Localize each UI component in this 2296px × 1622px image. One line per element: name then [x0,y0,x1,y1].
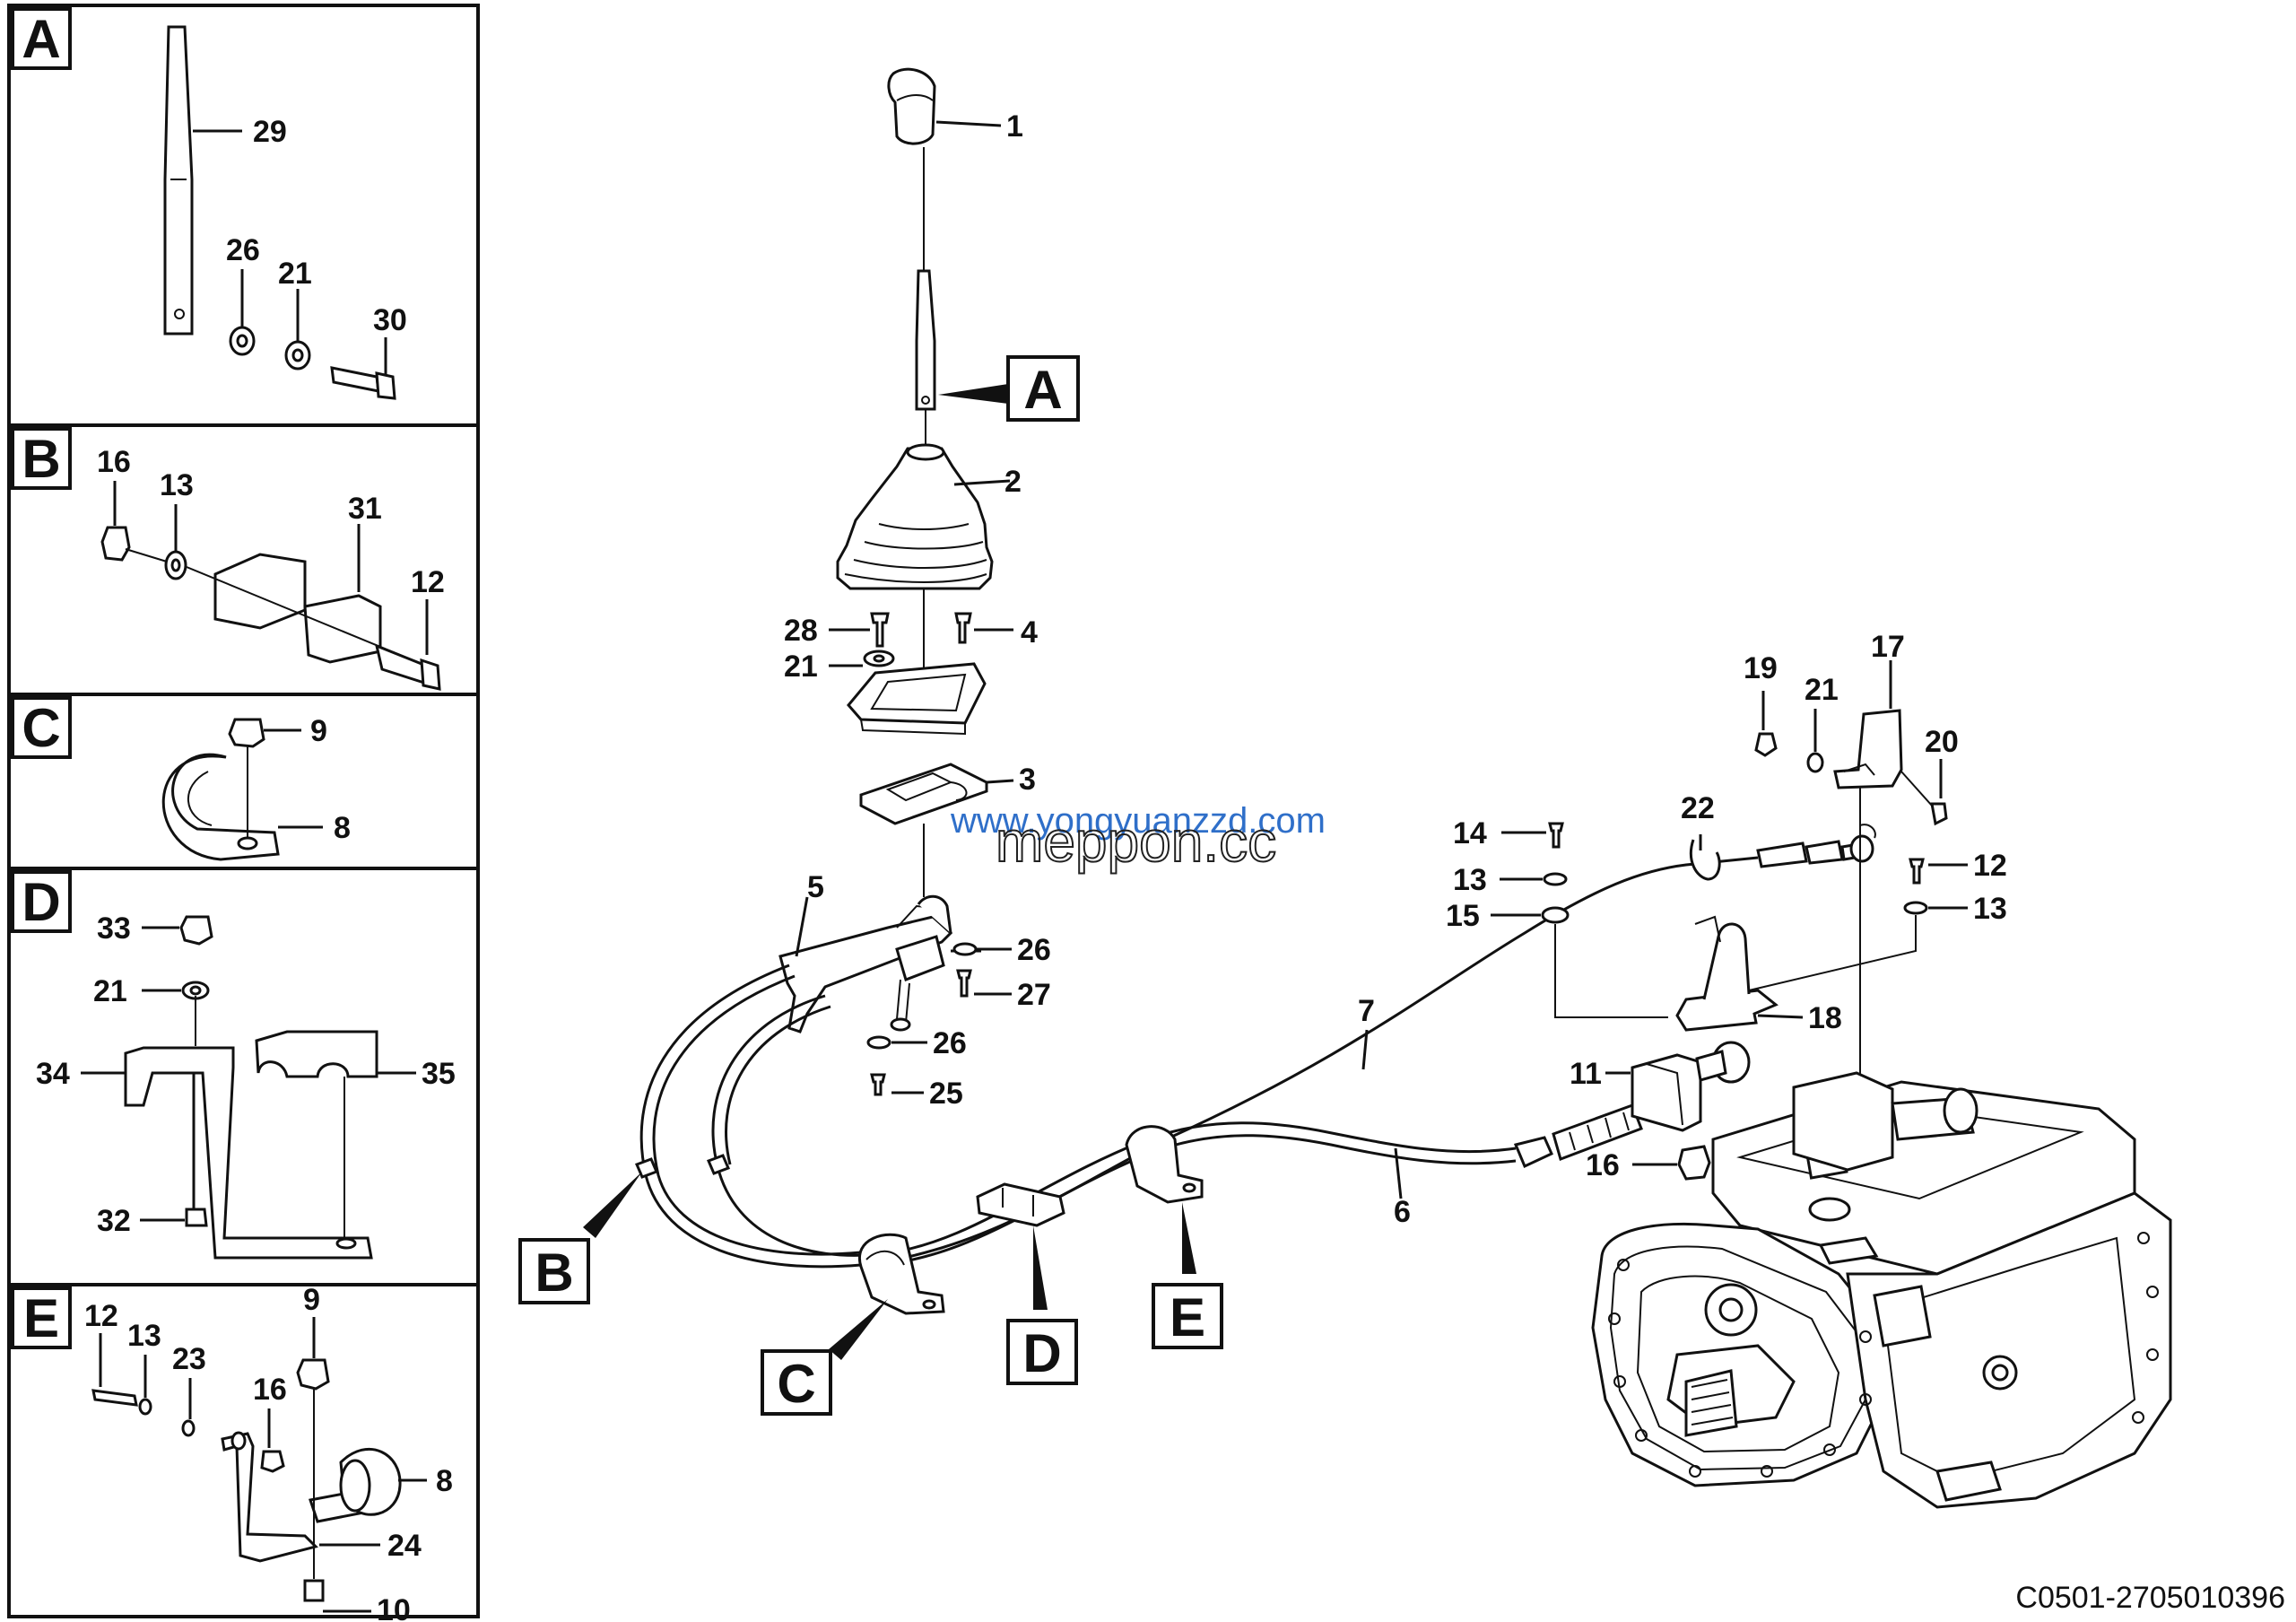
callout-19: 19 [1744,651,1778,685]
callout-10: 10 [377,1593,411,1622]
transmission [1591,1071,2172,1509]
callout-29: 29 [253,115,287,149]
callout-26: 26 [226,233,260,267]
callout-27: 27 [1017,978,1051,1012]
panel-letter-d: D [11,870,72,933]
panel-b-drawing [100,481,441,691]
callout-12: 12 [411,565,445,599]
shift-lever-rod [915,269,936,449]
cable-bracket-c [857,1233,945,1315]
panel-letter-c: C [11,696,72,759]
cable-bracket-11 [1605,1041,1751,1181]
ref-box-d: D [1006,1225,1078,1385]
callout-13: 13 [160,468,194,502]
mounting-plate [859,763,1014,897]
boot-plate [847,662,987,736]
shift-boot [836,443,1011,709]
callout-8: 8 [334,811,351,845]
upper-right-bracket [1754,660,1948,1139]
svg-text:A: A [22,9,60,69]
callout-13-right2: 13 [1973,892,2007,926]
callout-15: 15 [1446,899,1480,933]
svg-text:B: B [22,429,60,489]
shift-mechanism [778,894,981,1033]
callout-11: 11 [1570,1057,1602,1091]
svg-text:A: A [1023,360,1062,420]
ref-box-c: C [761,1299,888,1416]
callout-7: 7 [1358,994,1375,1028]
panel-c-drawing [161,718,323,861]
ref-box-e: E [1152,1202,1223,1349]
svg-text:C: C [777,1354,815,1414]
watermark-brand: meppon.cc [996,809,1276,874]
callout-2: 2 [1004,465,1022,499]
callout-20: 20 [1925,725,1959,759]
callout-14: 14 [1453,816,1487,850]
ref-box-b: B [518,1172,642,1304]
callout-22: 22 [1681,791,1715,825]
callout-28: 28 [784,614,818,648]
callout-16: 16 [97,445,131,479]
callout-26-main: 26 [1017,933,1051,967]
callout-16-e: 16 [253,1373,287,1407]
svg-text:C: C [22,698,60,758]
svg-text:E: E [23,1288,59,1348]
callout-6: 6 [1394,1195,1411,1229]
cable-bracket-18 [1675,915,1804,1032]
watermark-url: www.yongyuanzzd.com [950,801,1326,841]
callout-12-right: 12 [1973,849,2007,883]
callout-30: 30 [373,303,407,337]
callout-16-right: 16 [1586,1148,1620,1182]
callout-21: 21 [278,257,312,291]
callout-34: 34 [36,1057,70,1091]
callout-3: 3 [1019,763,1036,797]
callout-21-d: 21 [93,974,127,1008]
callout-13-e: 13 [127,1319,161,1353]
callout-24: 24 [387,1529,422,1563]
upper-bracket-fasteners [1491,822,1968,1018]
callout-25: 25 [929,1077,963,1111]
callout-1: 1 [1006,109,1023,144]
callout-32: 32 [97,1204,131,1238]
callout-9-e: 9 [303,1283,320,1317]
drawing-code: C0501-2705010396 [2015,1581,2285,1615]
callout-31: 31 [348,492,382,526]
panel-a-drawing [163,25,396,400]
cable-bracket-d [976,1182,1065,1227]
panel-letter-e: E [11,1286,72,1349]
callout-9: 9 [310,714,327,748]
callout-33: 33 [97,911,131,946]
panel-d-drawing [81,915,416,1260]
svg-text:E: E [1170,1287,1205,1347]
callout-26-lower: 26 [933,1026,967,1060]
panel-letter-b: B [11,427,72,490]
svg-text:B: B [535,1243,573,1303]
callout-17: 17 [1871,630,1905,664]
callout-21-main: 21 [784,650,818,684]
mechanism-fasteners [866,942,1012,1096]
callout-23: 23 [172,1342,206,1376]
svg-text:D: D [22,872,60,932]
callout-35: 35 [422,1057,456,1091]
shift-knob [887,67,1002,271]
panel-e-drawing [91,1317,427,1613]
callout-5: 5 [807,870,824,904]
callout-4: 4 [1021,615,1038,650]
callout-8-e: 8 [436,1464,453,1498]
callout-18: 18 [1808,1001,1842,1035]
ref-box-a: A [938,355,1080,422]
boot-fasteners [829,612,1013,667]
cable-pin [1689,834,1721,881]
callout-13-right: 13 [1453,863,1487,897]
cable-bracket-e [1125,1125,1204,1204]
callout-12-e: 12 [84,1299,118,1333]
panel-letter-a: A [11,7,72,70]
callout-21-right: 21 [1805,673,1839,707]
svg-text:D: D [1022,1323,1061,1383]
